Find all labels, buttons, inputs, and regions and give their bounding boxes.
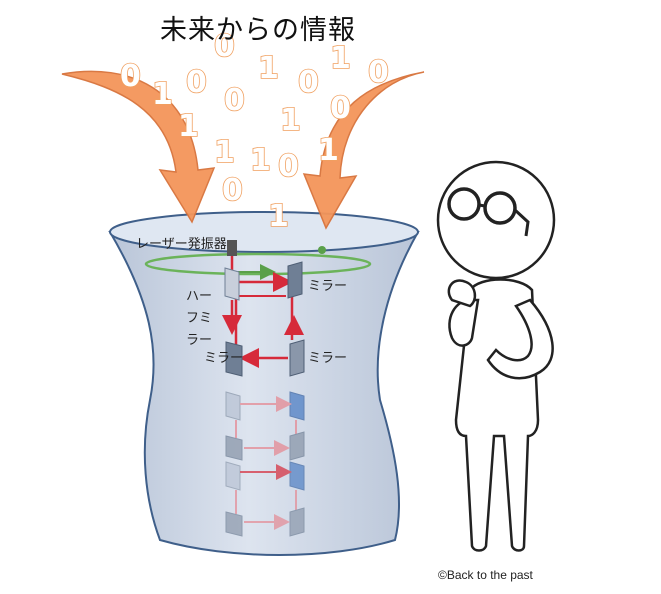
bit-digit: 1 (214, 135, 235, 170)
bit-digit: 1 (258, 51, 279, 86)
person-arm-left (448, 298, 480, 347)
funnel-rim (109, 211, 419, 253)
binary-digits: 0 1 0 0 1 0 1 0 1 0 1 0 1 1 0 1 0 1 (119, 28, 389, 235)
half-mirror-label-2: フミ (186, 311, 212, 326)
funnel-body (108, 231, 420, 556)
mirror-bottom-right (289, 339, 305, 377)
half-mirror-label-1: ハー (186, 289, 212, 304)
person-head (436, 160, 556, 280)
bit-digit: 1 (268, 199, 289, 234)
bit-digit: 0 (214, 29, 235, 64)
left-orange-arrow (61, 70, 216, 224)
bit-digit: 1 (178, 109, 199, 144)
bit-digit: 1 (330, 41, 351, 76)
right-orange-arrow (302, 71, 425, 230)
half-mirror-label-3: ラー (186, 333, 212, 348)
person-hand (447, 279, 477, 308)
beam-loop-faded-1 (225, 391, 305, 461)
glasses-left (447, 187, 481, 221)
glasses-right (483, 191, 517, 225)
thinking-person (436, 160, 556, 552)
bit-digit: 0 (224, 83, 245, 118)
beam-loop-top (222, 256, 304, 368)
bit-digit: 1 (318, 133, 339, 168)
bit-digit: 0 (186, 65, 207, 100)
bit-digit: 1 (152, 77, 173, 112)
mirror-bottom-left-label: ミラー (204, 351, 243, 366)
mirror-top-right-label: ミラー (308, 279, 347, 294)
mirror-bottom-right-label: ミラー (308, 351, 347, 366)
person-body (454, 278, 540, 552)
copyright-credit: ©Back to the past (438, 568, 533, 582)
green-ring-dot (318, 246, 326, 254)
person-arm-right (486, 298, 554, 380)
laser-emitter (227, 240, 237, 256)
bit-digit: 0 (298, 65, 319, 100)
bit-digit: 0 (330, 91, 351, 126)
bit-digit: 1 (250, 143, 271, 178)
half-mirror (224, 267, 240, 301)
beam-loop-faded-2 (225, 461, 305, 537)
bit-digit: 0 (278, 149, 299, 184)
bit-digit: 0 (222, 173, 243, 208)
bit-digit: 0 (368, 55, 389, 90)
mirror-top-right (287, 261, 303, 299)
bit-digit: 1 (280, 103, 301, 138)
laser-label: レーザー発振器 (136, 237, 227, 252)
mirror-bottom-left (225, 341, 243, 377)
page-title: 未来からの情報 (160, 15, 356, 46)
green-ring (144, 252, 372, 276)
bit-digit: 0 (120, 59, 141, 94)
